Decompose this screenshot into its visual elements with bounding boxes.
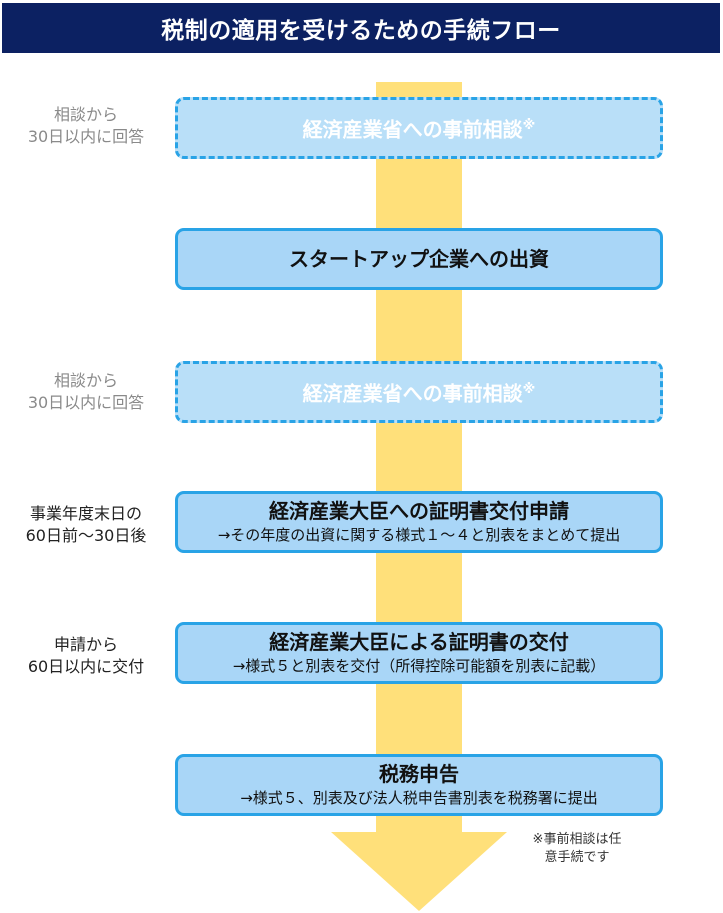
step-3-title-wrap: 経済産業省への事前相談※ bbox=[303, 377, 536, 407]
step-4-certificate-application-box: 経済産業大臣への証明書交付申請 →その年度の出資に関する様式１～４と別表をまとめ… bbox=[175, 491, 663, 553]
step-3-timing-line1: 相談から bbox=[53, 371, 118, 390]
page-title: 税制の適用を受けるための手続フロー bbox=[2, 3, 720, 53]
step-3-timing: 相談から 30日以内に回答 bbox=[4, 370, 168, 414]
footnote-line1: ※事前相談は任 bbox=[532, 832, 622, 847]
footnote-line2: 意手続です bbox=[544, 850, 610, 865]
step-5-title: 経済産業大臣による証明書の交付 bbox=[269, 630, 569, 654]
step-1-note-mark: ※ bbox=[522, 118, 536, 134]
step-6-title: 税務申告 bbox=[379, 762, 459, 786]
step-2-investment-box: スタートアップ企業への出資 bbox=[175, 228, 663, 290]
step-5-timing: 申請から 60日以内に交付 bbox=[4, 634, 168, 678]
step-2-title: スタートアップ企業への出資 bbox=[289, 247, 549, 271]
step-1-title-wrap: 経済産業省への事前相談※ bbox=[303, 113, 536, 143]
step-4-timing-line2: 60日前～30日後 bbox=[25, 526, 147, 545]
step-5-detail: →様式５と別表を交付（所得控除可能額を別表に記載） bbox=[232, 657, 606, 675]
step-4-detail: →その年度の出資に関する様式１～４と別表をまとめて提出 bbox=[217, 526, 621, 544]
step-3-title: 経済産業省への事前相談 bbox=[302, 381, 523, 406]
step-3-timing-line2: 30日以内に回答 bbox=[27, 393, 145, 412]
step-4-title: 経済産業大臣への証明書交付申請 bbox=[269, 499, 569, 523]
step-1-timing-line1: 相談から bbox=[53, 105, 118, 124]
step-3-note-mark: ※ bbox=[522, 382, 536, 398]
step-1-title: 経済産業省への事前相談 bbox=[302, 117, 523, 142]
step-1-prior-consultation-box: 経済産業省への事前相談※ bbox=[175, 97, 663, 159]
step-1-timing-line2: 30日以内に回答 bbox=[27, 127, 145, 146]
step-5-timing-line2: 60日以内に交付 bbox=[27, 657, 145, 676]
step-6-tax-return-box: 税務申告 →様式５、別表及び法人税申告書別表を税務署に提出 bbox=[175, 754, 663, 816]
step-4-timing-line1: 事業年度末日の bbox=[29, 504, 142, 523]
step-5-timing-line1: 申請から bbox=[53, 635, 118, 654]
step-5-certificate-issuance-box: 経済産業大臣による証明書の交付 →様式５と別表を交付（所得控除可能額を別表に記載… bbox=[175, 622, 663, 684]
step-6-detail: →様式５、別表及び法人税申告書別表を税務署に提出 bbox=[240, 789, 598, 807]
step-1-timing: 相談から 30日以内に回答 bbox=[4, 104, 168, 148]
footnote: ※事前相談は任 意手続です bbox=[512, 831, 642, 867]
step-3-prior-consultation-box: 経済産業省への事前相談※ bbox=[175, 361, 663, 423]
step-4-timing: 事業年度末日の 60日前～30日後 bbox=[4, 503, 168, 547]
